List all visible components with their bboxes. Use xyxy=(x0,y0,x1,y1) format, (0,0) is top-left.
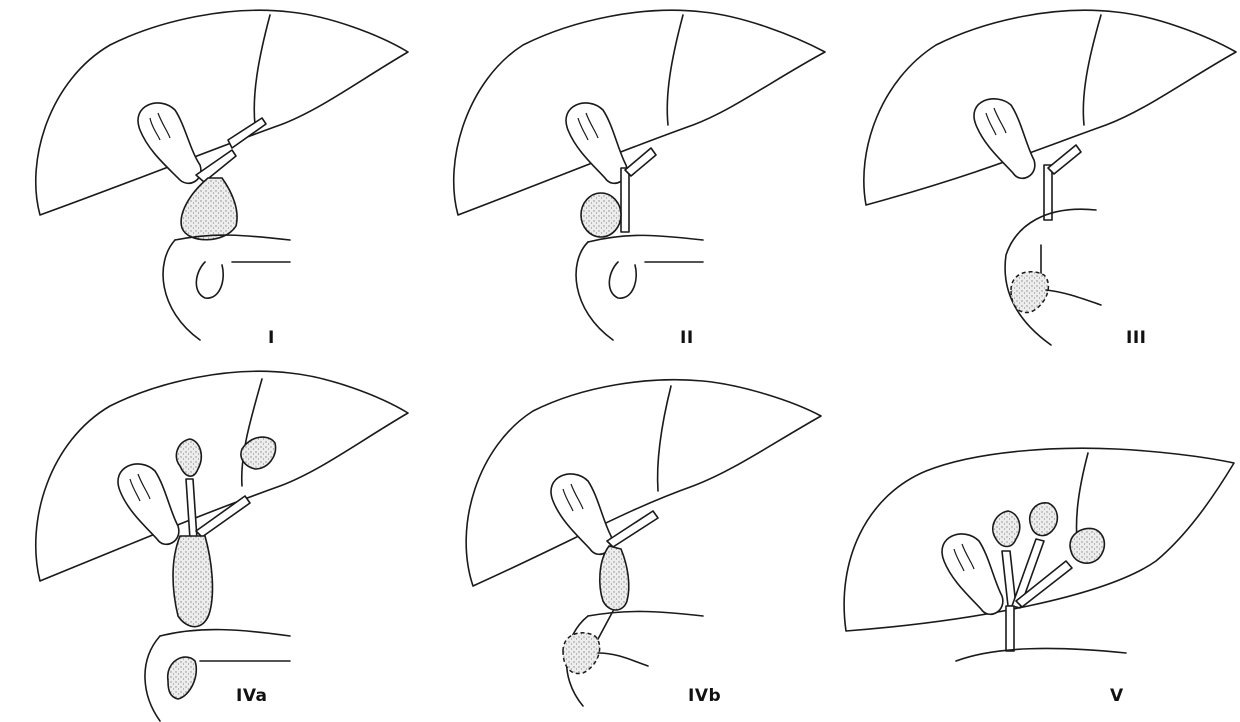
duodenum-curve xyxy=(576,242,613,340)
panel-type-4a: IVa xyxy=(0,361,413,722)
liver-lobe-divide xyxy=(1083,15,1101,125)
gallbladder xyxy=(118,464,179,544)
liver-lobe-divide xyxy=(254,15,270,125)
panel-label: IVa xyxy=(236,686,268,706)
liver-outline xyxy=(454,10,825,215)
duodenum-top xyxy=(956,648,1126,661)
gallbladder xyxy=(551,474,612,554)
intrahepatic-cyst-1 xyxy=(993,511,1020,547)
panel-label: II xyxy=(680,328,694,348)
intrahepatic-cyst-2 xyxy=(1030,503,1058,536)
intrahepatic-duct-left xyxy=(186,479,197,539)
type-3-diagram xyxy=(826,0,1239,361)
common-duct-cyst xyxy=(600,546,629,610)
panel-label: I xyxy=(268,328,275,348)
liver-lobe-divide xyxy=(667,15,683,125)
panel-type-2: II xyxy=(413,0,826,361)
type-2-diagram xyxy=(413,0,826,361)
type-1-diagram xyxy=(0,0,413,361)
liver-outline xyxy=(466,380,821,586)
liver-lobe-divide xyxy=(242,379,262,486)
panel-label: IVb xyxy=(688,686,721,706)
distal-cyst xyxy=(168,657,197,699)
duodenum-top xyxy=(588,611,703,616)
intrahepatic-duct-1 xyxy=(1002,551,1016,606)
ampulla-line xyxy=(1046,290,1101,305)
liver-outline xyxy=(36,371,408,581)
type-4a-diagram xyxy=(0,361,413,722)
duodenum-curve xyxy=(145,636,160,721)
common-bile-duct xyxy=(1006,606,1014,651)
panel-type-4b: IVb xyxy=(413,361,826,722)
gallbladder xyxy=(138,103,201,183)
ampulla xyxy=(196,262,290,298)
ampulla xyxy=(609,262,703,298)
distal-duct xyxy=(598,611,648,666)
diverticulum-cyst xyxy=(581,193,621,237)
panel-label: V xyxy=(1110,686,1124,706)
choledochocele-cyst xyxy=(563,633,600,674)
gallbladder xyxy=(974,99,1035,178)
liver-lobe-divide xyxy=(658,386,671,491)
hepatic-duct xyxy=(625,148,656,176)
choledochocele-cyst xyxy=(1011,272,1048,313)
type-5-diagram xyxy=(826,361,1239,722)
duodenum-top xyxy=(160,630,290,636)
duodenum-curve xyxy=(163,240,200,340)
panel-type-5: V xyxy=(826,361,1239,722)
type-4b-diagram xyxy=(413,361,826,722)
hepatic-duct xyxy=(607,511,658,547)
common-bile-duct xyxy=(1044,165,1052,220)
intrahepatic-cyst-3 xyxy=(1070,528,1104,563)
panel-label: III xyxy=(1126,328,1146,348)
common-duct-cyst xyxy=(181,178,237,240)
intrahepatic-cyst-left xyxy=(176,439,201,476)
panel-type-1: I xyxy=(0,0,413,361)
common-bile-duct xyxy=(621,168,629,232)
panel-type-3: III xyxy=(826,0,1239,361)
hepatic-duct xyxy=(1048,145,1081,174)
gallbladder xyxy=(566,103,627,183)
intrahepatic-duct-right xyxy=(196,496,250,537)
common-duct-cyst xyxy=(173,536,212,627)
gallbladder xyxy=(942,534,1003,614)
